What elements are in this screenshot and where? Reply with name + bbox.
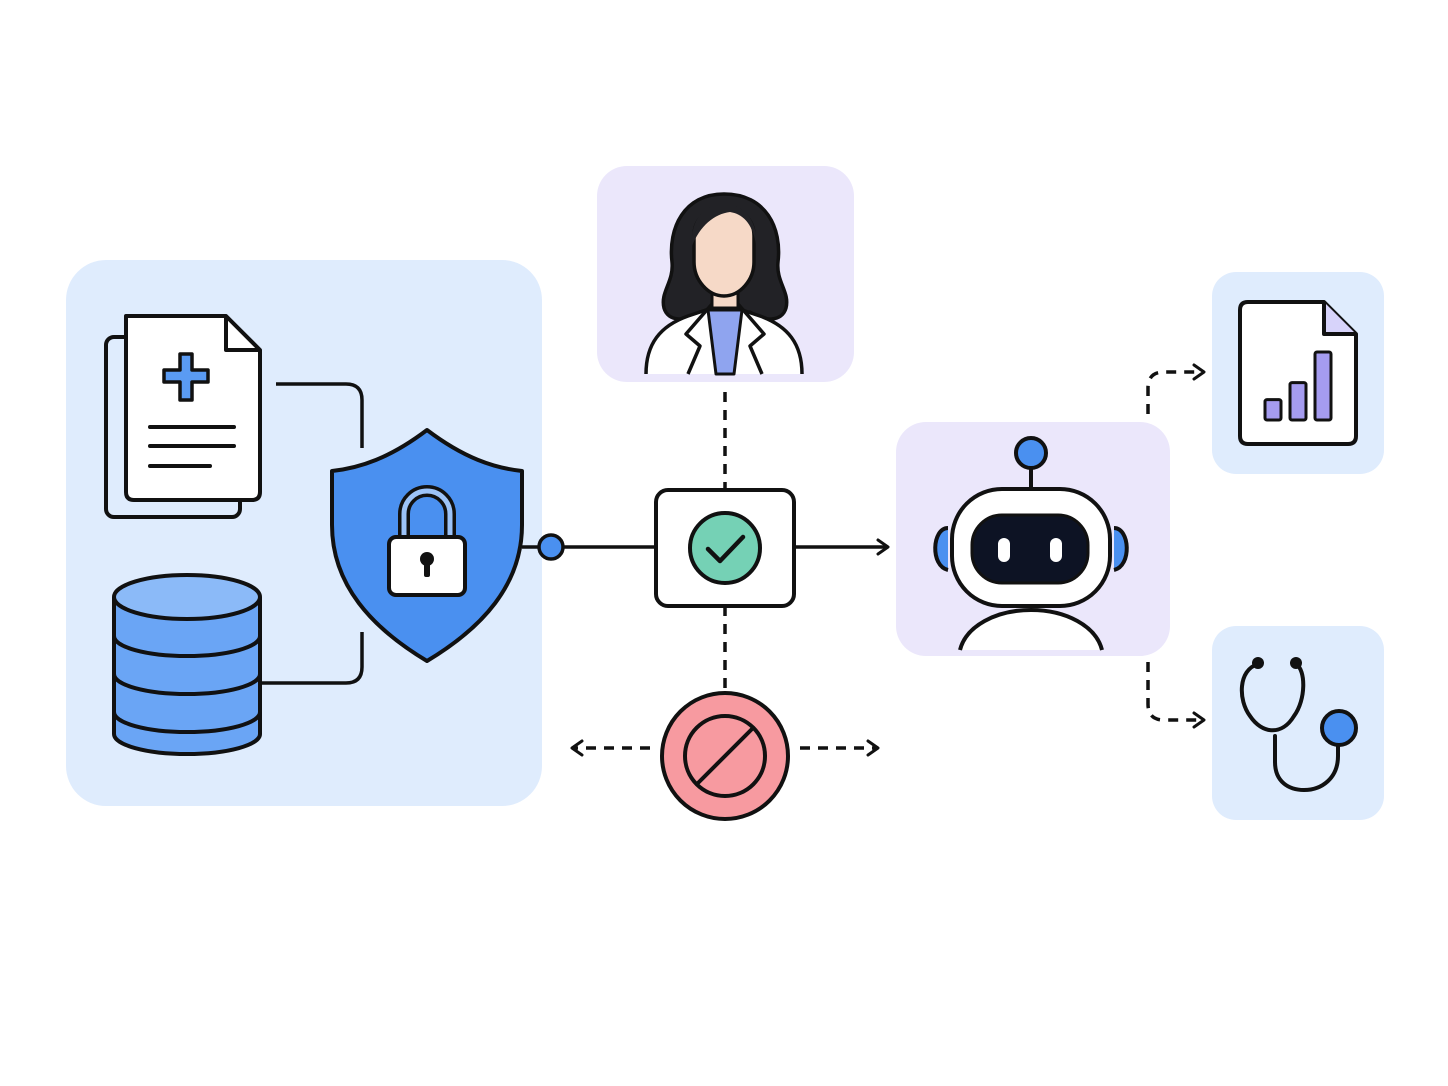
checkmark-icon bbox=[688, 511, 762, 585]
records-to-shield-connector bbox=[276, 382, 364, 448]
report-bars bbox=[1263, 350, 1333, 422]
shield-lock-icon bbox=[330, 428, 524, 663]
ai-to-report-arrow bbox=[1146, 363, 1206, 414]
report-chart-icon bbox=[1238, 300, 1358, 446]
prohibited-icon bbox=[660, 691, 790, 821]
stethoscope-icon bbox=[1239, 657, 1358, 793]
connector-node bbox=[537, 533, 565, 561]
report-bar-1 bbox=[1263, 398, 1283, 422]
doctor-avatar-icon bbox=[644, 192, 804, 376]
robot-icon bbox=[933, 436, 1129, 651]
report-bar-2 bbox=[1288, 381, 1308, 422]
medical-record-icon bbox=[104, 314, 262, 519]
database-icon bbox=[112, 573, 262, 756]
ai-to-care-arrow bbox=[1146, 662, 1206, 729]
care-panel bbox=[1212, 626, 1384, 820]
report-bar-3 bbox=[1313, 350, 1333, 422]
database-to-shield-connector bbox=[262, 632, 364, 685]
